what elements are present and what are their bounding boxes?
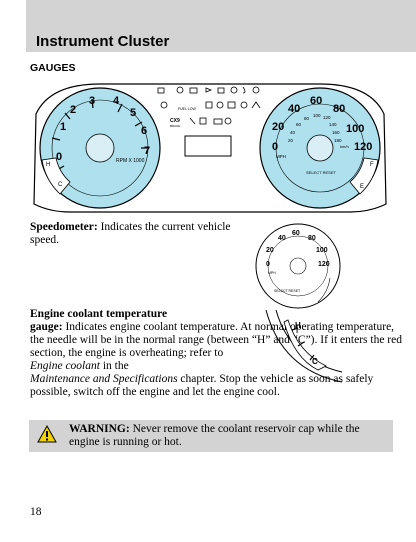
tach-tick-label: 3 — [89, 95, 95, 107]
coolant-link-maintenance: Maintenance and Specifications — [30, 373, 178, 385]
speed-zero-label: 0 — [272, 141, 278, 153]
temp-cold-label: C — [58, 182, 63, 188]
mph-unit-label: MPH — [276, 154, 286, 159]
small-speed-label: 60 — [292, 230, 300, 237]
speed-tick-label: 60 — [310, 95, 322, 107]
temp-hot-label: H — [46, 162, 50, 168]
fuel-full-label: F — [370, 162, 374, 168]
tach-tick-label: 0 — [56, 151, 62, 163]
fuel-empty-label: E — [360, 184, 364, 190]
small-speed-label: 40 — [278, 235, 286, 242]
warning-box: WARNING: Never remove the coolant reserv… — [29, 420, 393, 452]
kmh-tick-label: 60 — [296, 122, 302, 127]
speedometer-description: Indicates the current vehicle speed. — [30, 221, 231, 246]
warning-message: Never remove the coolant reservoir cap w… — [69, 423, 360, 448]
kmh-tick-label: 40 — [290, 130, 296, 135]
speed-tick-label: 20 — [272, 121, 284, 133]
coolant-cold-label: C — [312, 357, 318, 366]
warning-triangle-icon — [37, 424, 57, 443]
tach-tick-label: 6 — [141, 125, 147, 137]
coolant-gauge-diagram: H C — [265, 309, 343, 383]
gauges-heading: GAUGES — [30, 62, 76, 74]
small-speed-label: 20 — [266, 247, 274, 254]
tach-tick-label: 4 — [113, 95, 120, 107]
warning-label: WARNING: — [69, 423, 130, 435]
tach-unit-label: RPM X 1000 — [116, 158, 145, 164]
tach-tick-label: 1 — [60, 121, 66, 133]
speedometer: 20 40 60 80 100 120 0 20 40 60 80 100 12… — [259, 87, 381, 209]
header-band — [26, 0, 416, 52]
kmh-tick-label: 100 — [313, 113, 321, 118]
tach-tick-label: 2 — [70, 104, 76, 116]
kmh-tick-label: 140 — [329, 122, 337, 127]
speed-tick-label: 100 — [346, 123, 364, 135]
tach-tick-label: 7 — [144, 145, 150, 157]
cx-label: CX9 — [170, 118, 180, 124]
warning-text: WARNING: Never remove the coolant reserv… — [69, 423, 387, 448]
speed-tick-label: 40 — [288, 103, 300, 115]
small-speed-label: 100 — [316, 247, 328, 254]
coolant-term-line2: gauge: — [30, 321, 63, 333]
tach-tick-label: 5 — [130, 107, 136, 119]
warning-lamps: FUEL LOW CX9 BRAKE — [157, 86, 261, 157]
speedometer-paragraph: Speedometer: Indicates the current vehic… — [30, 221, 250, 247]
tachometer: 1 2 3 4 5 6 7 0 RPM X 1000 H C — [39, 87, 161, 209]
small-speed-label: 120 — [318, 261, 330, 268]
speedometer-diagram: 20 40 60 80 100 120 0 MPH SELECT RESET — [255, 223, 341, 309]
coolant-link-engine-coolant: Engine coolant — [30, 360, 100, 372]
coolant-hot-label: H — [295, 321, 301, 330]
coolant-text-1: Indicates engine coolant temperature. At… — [30, 321, 402, 359]
speed-tick-label: 80 — [333, 103, 345, 115]
instrument-cluster-illustration: 1 2 3 4 5 6 7 0 RPM X 1000 H C FUEL LOW … — [33, 83, 387, 213]
small-speed-zero: 0 — [266, 261, 270, 268]
page-title: Instrument Cluster — [36, 33, 170, 50]
kmh-tick-label: 120 — [323, 115, 331, 120]
coolant-term-line1: Engine coolant temperature — [30, 308, 168, 320]
coolant-text-2: in the — [102, 360, 129, 372]
small-mph-label: MPH — [268, 271, 276, 275]
page-number: 18 — [30, 506, 42, 518]
small-speed-label: 80 — [308, 235, 316, 242]
brake-label: BRAKE — [170, 124, 180, 128]
kmh-tick-label: 180 — [334, 138, 342, 143]
message-display — [184, 135, 232, 157]
speed-tick-label: 120 — [354, 141, 372, 153]
coolant-text-3: chapter. Stop the vehicle as soon as saf… — [30, 373, 374, 398]
kmh-tick-label: 80 — [304, 116, 310, 121]
kmh-unit-label: km/h — [340, 144, 349, 149]
temp-subgauge — [41, 157, 71, 195]
select-reset-label: SELECT RESET — [306, 170, 336, 175]
fuel-low-label: FUEL LOW — [178, 107, 196, 111]
fuel-subgauge — [349, 157, 379, 195]
small-select-reset: SELECT RESET — [274, 289, 301, 293]
speedometer-term: Speedometer: — [30, 221, 98, 233]
kmh-tick-label: 160 — [332, 130, 340, 135]
kmh-tick-label: 20 — [288, 138, 294, 143]
